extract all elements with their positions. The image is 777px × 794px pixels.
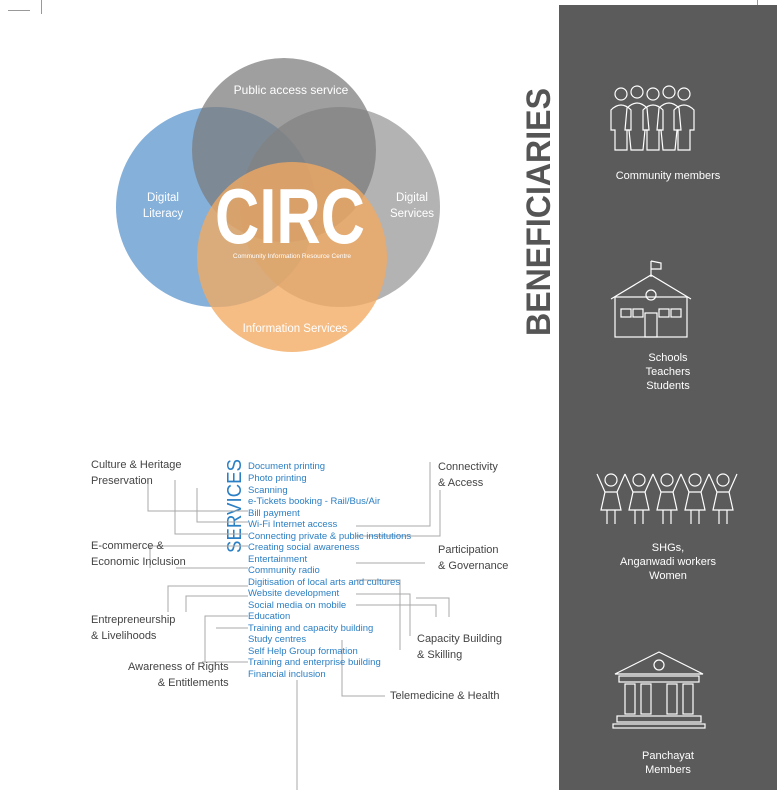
venn-label-left-2: Literacy <box>143 208 184 220</box>
services-heading: SERVICES <box>224 459 246 553</box>
category-capacity: Capacity Building & Skilling <box>417 633 502 661</box>
category-culture: Culture & Heritage Preservation <box>91 459 182 487</box>
service-item: Connecting private & public institutions <box>248 530 412 542</box>
service-item: Website development <box>248 588 340 599</box>
service-item: Bill payment <box>248 507 300 519</box>
beneficiaries-panel: Community members Schools Teachers Stude… <box>559 5 777 790</box>
service-item: Study centres <box>248 634 307 645</box>
women-group-icon <box>596 473 738 524</box>
venn-label-left-1: Digital <box>147 192 179 204</box>
school-icon <box>610 260 692 338</box>
service-item: Education <box>248 611 291 622</box>
category-rights: Awareness of Rights & Entitlements <box>128 661 229 689</box>
crop-mark-left <box>8 10 30 11</box>
service-item: Creating social awareness <box>248 542 360 553</box>
service-item: Scanning <box>248 484 288 496</box>
beneficiaries-heading: BENEFICIARIES <box>520 88 558 336</box>
circ-title: CIRC <box>215 172 365 260</box>
category-entrepreneurship: Entrepreneurship & Livelihoods <box>91 614 176 642</box>
beneficiary-community <box>559 80 777 190</box>
category-connectivity: Connectivity & Access <box>438 461 498 489</box>
service-connectors <box>147 462 450 790</box>
venn-diagram <box>116 58 440 352</box>
venn-label-right-1: Digital <box>396 192 428 204</box>
category-ecommerce: E-commerce & Economic Inclusion <box>91 540 186 568</box>
service-item: Digitisation of local arts and cultures <box>248 576 401 588</box>
crop-mark-left-v <box>41 0 42 14</box>
venn-label-right-2: Services <box>390 208 434 220</box>
panchayat-building-icon <box>612 651 706 729</box>
beneficiary-label-schools: Schools Teachers Students <box>645 352 691 392</box>
service-item: Self Help Group formation <box>248 645 358 657</box>
service-item: Wi-Fi Internet access <box>248 519 338 530</box>
service-item: Social media on mobile <box>248 599 347 611</box>
category-participation: Participation & Governance <box>438 544 509 572</box>
service-item: Community radio <box>248 565 320 576</box>
service-item: Document printing <box>248 461 326 472</box>
venn-circle-bottom <box>197 162 387 352</box>
service-item: Training and capacity building <box>248 622 374 634</box>
category-telemedicine: Telemedicine & Health <box>390 690 500 702</box>
community-members-icon <box>610 85 695 151</box>
service-item: Financial inclusion <box>248 668 326 680</box>
beneficiary-label-panchayat: Panchayat Members <box>642 750 694 776</box>
beneficiary-label-shgs: SHGs, Anganwadi workers Women <box>620 542 716 582</box>
circ-subtitle: Community Information Resource Centre <box>233 253 352 260</box>
service-item: Photo printing <box>248 473 307 484</box>
beneficiary-label-community: Community members <box>615 170 721 182</box>
service-item: Training and enterprise building <box>248 657 381 668</box>
service-item: Entertainment <box>248 553 308 565</box>
service-item: e-Tickets booking - Rail/Bus/Air <box>248 496 381 507</box>
venn-label-top: Public access service <box>234 83 349 97</box>
venn-label-bottom: Information Services <box>243 323 348 335</box>
